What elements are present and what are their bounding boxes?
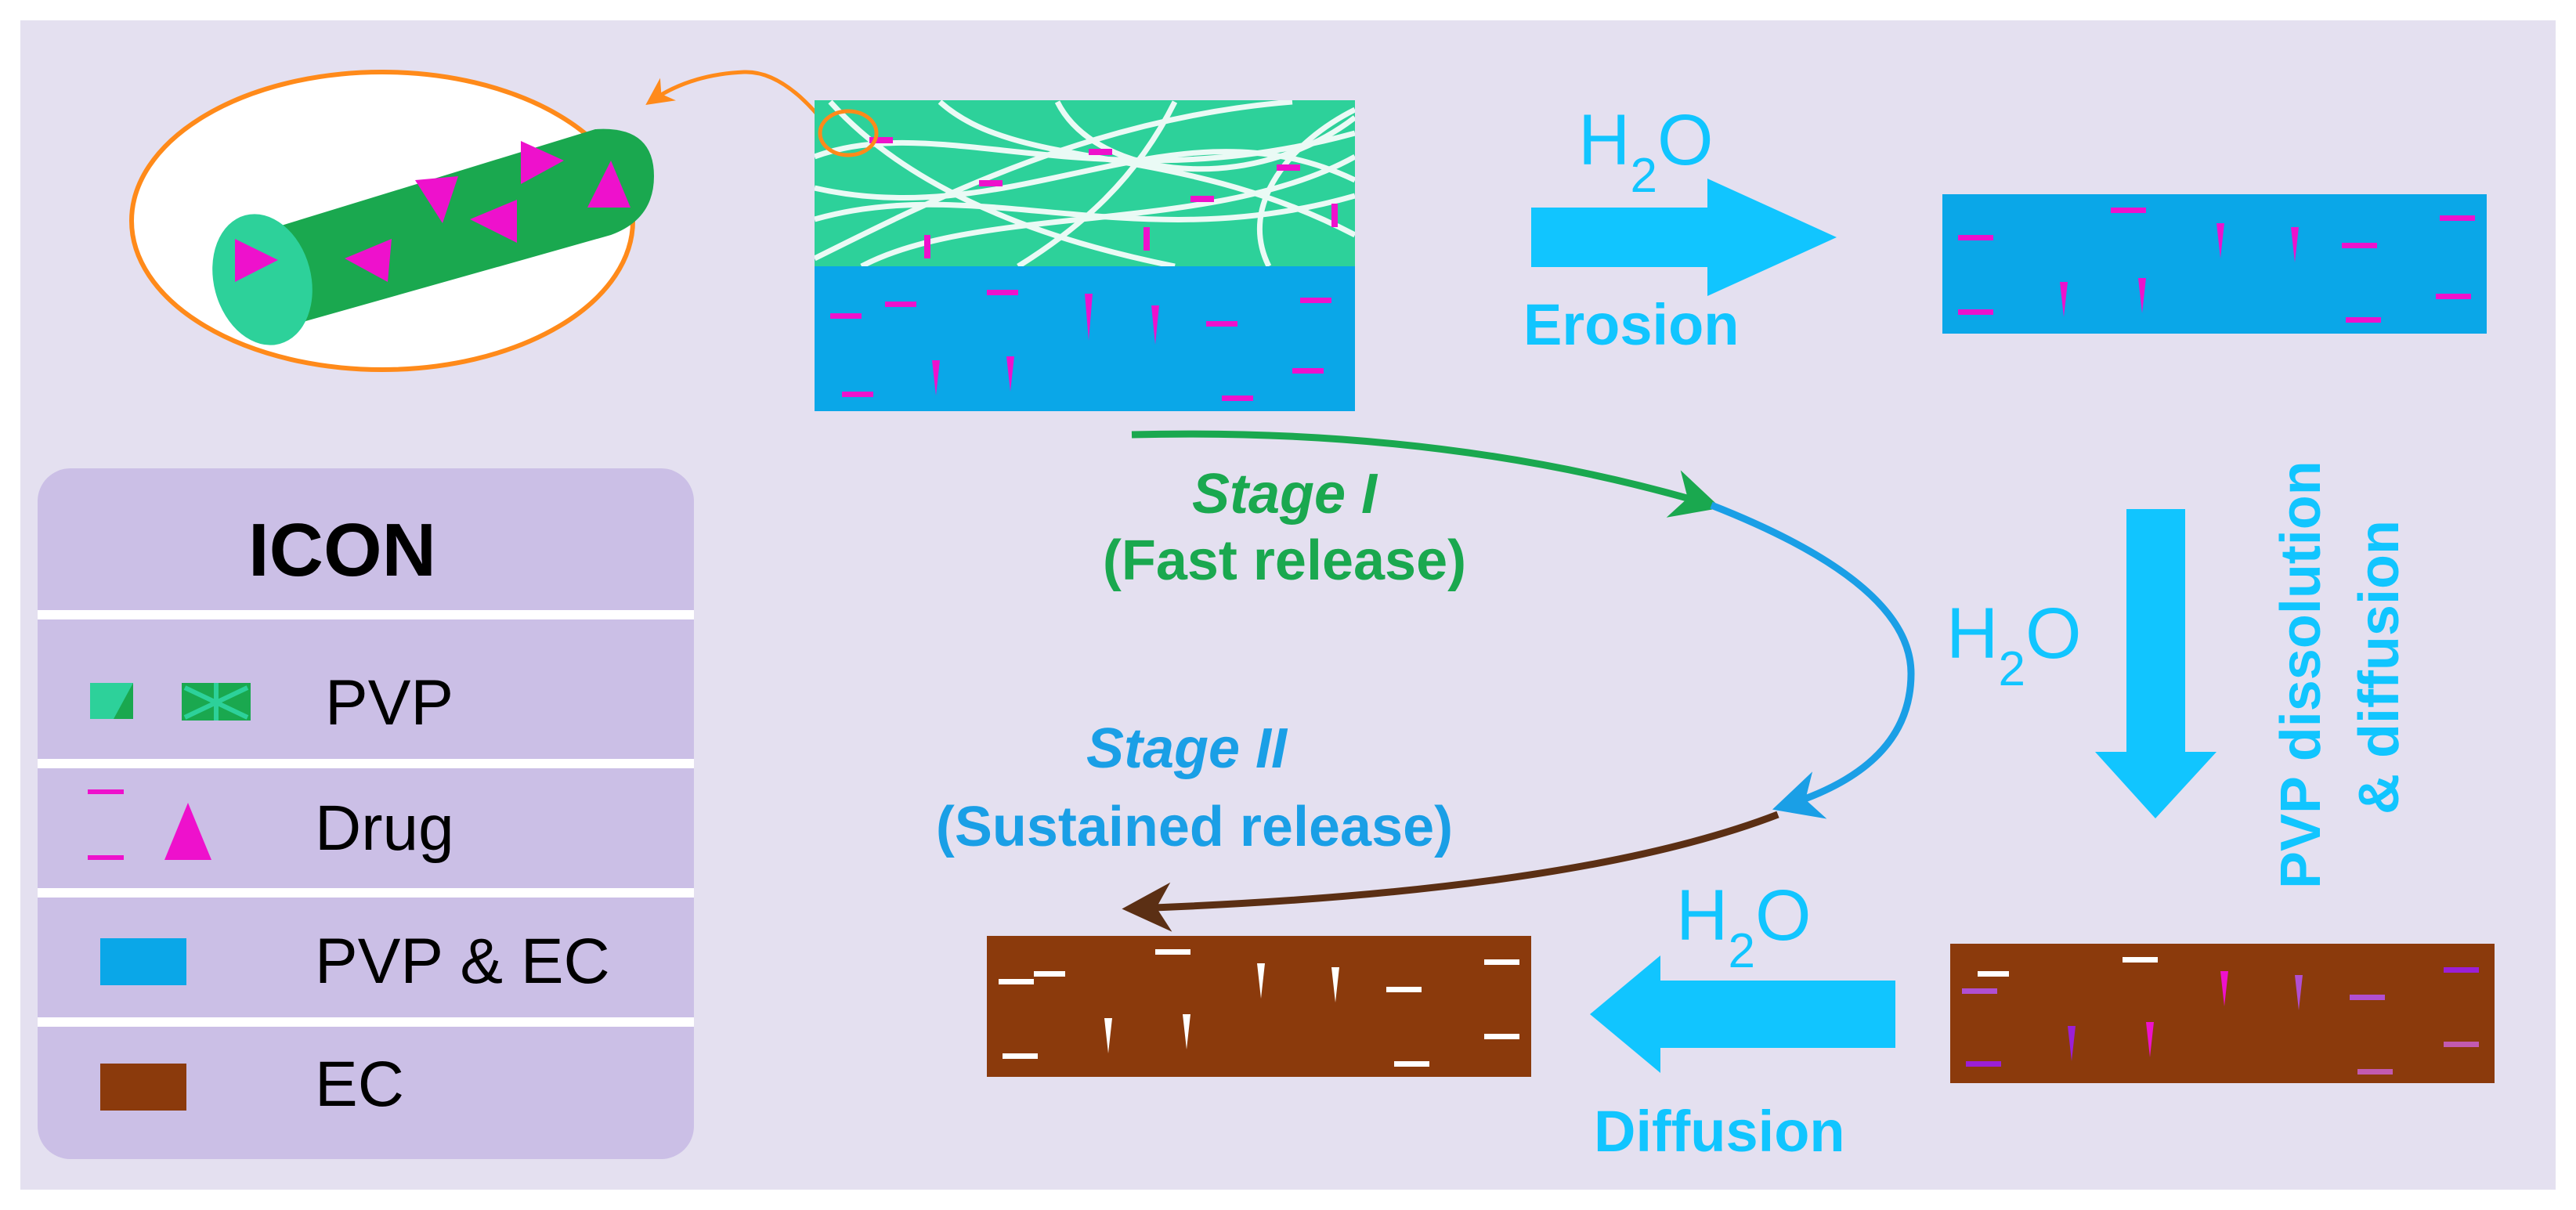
fiber-drug-6 xyxy=(587,161,630,208)
stage1-curve xyxy=(1131,430,1722,518)
dissolution-arrow xyxy=(2095,509,2217,818)
pvp-ec-swatch xyxy=(100,938,186,985)
final-ec-strip xyxy=(987,936,1531,1077)
erosion-label: Erosion xyxy=(1523,292,1739,357)
diffusion-arrow-group: H2O Diffusion xyxy=(1590,876,1895,1164)
erosion-arrow xyxy=(1531,179,1837,296)
legend-title: ICON xyxy=(248,508,436,592)
zoom-pointer-arrow xyxy=(645,70,828,127)
stage1-title: Stage I xyxy=(1192,463,1378,526)
stage2-curve xyxy=(1710,501,1915,819)
fiber-drug-1 xyxy=(235,239,278,282)
legend-panel xyxy=(38,468,694,1159)
pvp-ec-layer-initial xyxy=(815,266,1355,411)
dissolution-h2o-label: H2O xyxy=(1946,594,2082,696)
ec-strip-right xyxy=(1950,944,2495,1083)
dissolution-arrow-group: H2O PVP dissolution & diffusion xyxy=(1946,461,2411,889)
fiber-mat-layer xyxy=(815,100,1355,266)
stage1-subtitle: (Fast release) xyxy=(1103,529,1466,592)
pvp-swatch xyxy=(90,683,251,721)
dissolution-label-line2: & diffusion xyxy=(2348,520,2411,814)
fiber-drug-3 xyxy=(415,176,458,223)
diffusion-label: Diffusion xyxy=(1594,1099,1845,1164)
fiber-highlight-circle xyxy=(818,109,879,157)
fiber-zoom-callout xyxy=(129,70,654,372)
sustained-curve xyxy=(1122,811,1779,932)
stage2-title: Stage II xyxy=(1086,717,1288,780)
drug-swatch xyxy=(88,789,211,860)
legend: ICON PVP Drug PVP & EC EC xyxy=(38,468,694,1159)
fiber-drug-2 xyxy=(345,239,392,282)
eroded-strip xyxy=(1942,194,2487,334)
ec-strip-final xyxy=(987,936,1531,1077)
fiber-drug-4 xyxy=(470,200,517,243)
dissolved-ec-strip xyxy=(1950,944,2495,1083)
erosion-h2o-label: H2O xyxy=(1578,100,1714,203)
initial-fiber-mat xyxy=(815,100,1355,411)
pvp-ec-strip xyxy=(1942,194,2487,334)
stage2-subtitle: (Sustained release) xyxy=(936,796,1453,858)
erosion-arrow-group: H2O Erosion xyxy=(1523,100,1837,357)
fiber-drug-5 xyxy=(521,141,564,184)
fiber-body xyxy=(251,128,654,329)
diffusion-h2o-label: H2O xyxy=(1676,876,1812,978)
legend-label-pvp-ec: PVP & EC xyxy=(315,926,610,997)
legend-label-drug: Drug xyxy=(315,793,454,864)
diffusion-arrow xyxy=(1590,955,1895,1073)
dissolution-label-line1: PVP dissolution xyxy=(2270,461,2332,889)
legend-label-ec: EC xyxy=(315,1049,404,1120)
ec-swatch xyxy=(100,1064,186,1111)
legend-label-pvp: PVP xyxy=(325,667,453,739)
